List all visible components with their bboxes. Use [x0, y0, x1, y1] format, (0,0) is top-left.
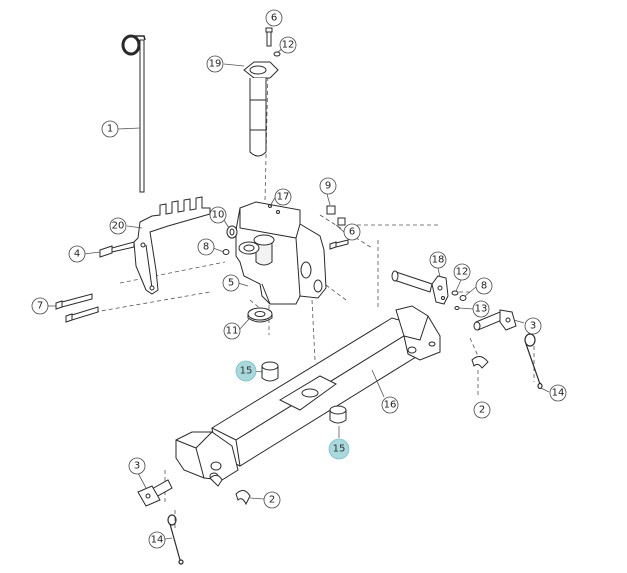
callout-labels: 1 2 2 3 3 4 5 6 6 7 8 8 9 10 11 12 12 13…: [37, 13, 565, 546]
callout-circles: [31, 9, 567, 549]
callout-9: 9: [325, 181, 331, 192]
part-washer: [247, 307, 273, 323]
part-small-bolt: [99, 241, 135, 258]
callout-7: 7: [37, 301, 43, 312]
part-right-pin: [473, 309, 517, 331]
part-rod-with-loop: [121, 34, 146, 193]
callout-circles-highlighted: [235, 360, 350, 460]
callout-14-left: 14: [151, 535, 164, 546]
callout-12-top: 12: [282, 40, 295, 51]
callout-18: 18: [432, 255, 445, 266]
part-left-clip: [209, 474, 251, 506]
callout-17: 17: [277, 192, 290, 203]
callout-6-top: 6: [271, 13, 277, 24]
alignment-lines: [94, 69, 535, 530]
part-right-clip: [471, 356, 489, 369]
callout-19: 19: [209, 59, 222, 70]
callout-12-right: 12: [456, 267, 469, 278]
callout-8-right: 8: [481, 281, 487, 292]
part-slotted-bracket: [133, 196, 211, 295]
part-bushings: [261, 361, 347, 424]
part-right-lynch-pin: [524, 333, 543, 390]
callout-10: 10: [212, 210, 225, 221]
part-small-fasteners: [451, 290, 467, 310]
callout-5: 5: [228, 278, 234, 289]
part-top-bolt: [265, 27, 281, 57]
callout-20: 20: [112, 221, 125, 232]
part-pin: [243, 61, 279, 157]
callout-6-right: 6: [349, 227, 355, 238]
callout-1: 1: [107, 124, 113, 135]
callout-11: 11: [226, 326, 239, 337]
part-left-lynch-pin: [167, 514, 184, 565]
part-pivot-cluster: [222, 225, 260, 255]
part-main-housing: [235, 201, 327, 305]
callout-2-left: 2: [269, 495, 275, 506]
callout-14-right: 14: [552, 388, 565, 399]
callout-15-lower: 15: [333, 444, 346, 455]
callout-8-left: 8: [203, 242, 209, 253]
callout-3-right: 3: [530, 321, 536, 332]
part-left-pin: [137, 479, 173, 507]
callout-2-right: 2: [479, 405, 485, 416]
part-main-beam: [175, 305, 441, 481]
part-shaft-arm: [391, 270, 449, 305]
callout-13: 13: [475, 304, 488, 315]
callout-4: 4: [74, 249, 80, 260]
callout-3-left: 3: [134, 461, 140, 472]
part-long-bolts: [55, 293, 99, 323]
callout-16: 16: [384, 400, 397, 411]
part-nut-and-bolt: [326, 205, 349, 250]
callout-15-upper: 15: [240, 366, 253, 377]
